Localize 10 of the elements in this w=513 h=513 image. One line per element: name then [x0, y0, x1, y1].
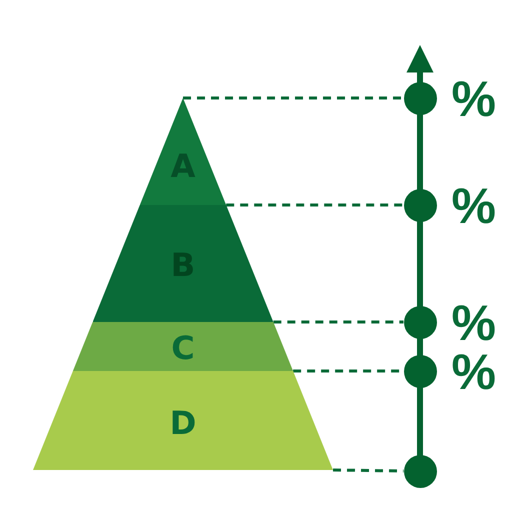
- dashed-connector: [332, 468, 404, 472]
- axis-dot: [404, 454, 436, 488]
- dashed-connector: [183, 96, 404, 100]
- layer-letter: C: [171, 332, 195, 364]
- percent-label: %: [452, 74, 496, 124]
- percent-label: %: [452, 181, 496, 231]
- layer-letter: D: [170, 407, 196, 439]
- percent-label: %: [452, 298, 496, 348]
- dashed-connector: [226, 204, 404, 206]
- percent-label: %: [452, 347, 496, 397]
